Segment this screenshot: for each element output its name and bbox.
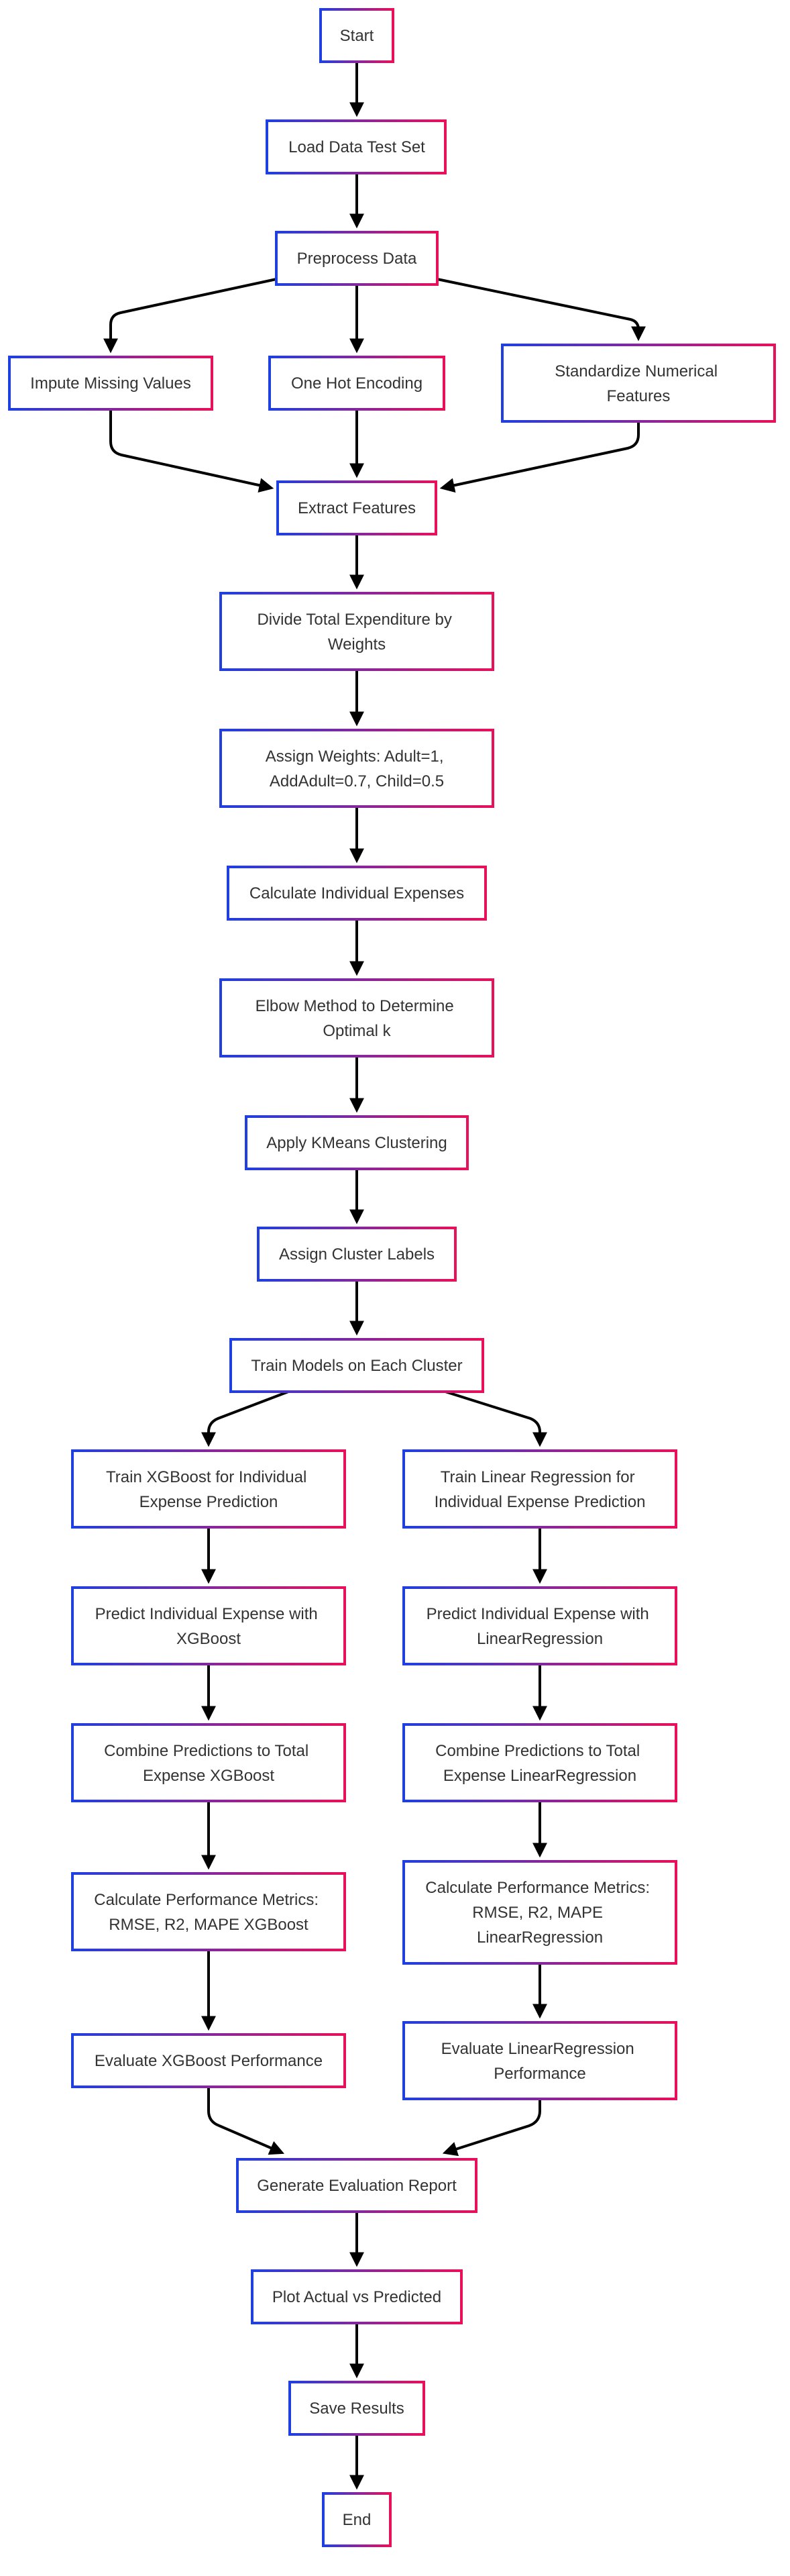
node-preprocess-label: Preprocess Data <box>297 250 417 268</box>
node-xgb-train-label: Train XGBoost for Individual Expense Pre… <box>106 1468 311 1511</box>
node-standardize-label: Standardize Numerical Features <box>555 362 722 405</box>
node-train-linear-regression: Train Linear Regression for Individual E… <box>402 1449 677 1529</box>
nodes-layer: Start Load Data Test Set Preprocess Data… <box>8 8 776 2547</box>
node-assign-cluster-labels: Assign Cluster Labels <box>257 1227 457 1282</box>
node-train-label: Train Models on Each Cluster <box>251 1357 462 1375</box>
node-lr-eval-label: Evaluate LinearRegression Performance <box>441 2040 639 2083</box>
node-preprocess-data: Preprocess Data <box>275 231 439 286</box>
node-lr-predict-label: Predict Individual Expense with LinearRe… <box>427 1605 654 1648</box>
node-predict-linear-regression: Predict Individual Expense with LinearRe… <box>402 1586 677 1665</box>
node-elbow-label: Elbow Method to Determine Optimal k <box>256 997 459 1040</box>
node-lr-metrics-label: Calculate Performance Metrics: RMSE, R2,… <box>425 1879 654 1947</box>
node-extract-features: Extract Features <box>276 480 437 535</box>
node-kmeans-label: Apply KMeans Clustering <box>266 1134 447 1152</box>
node-metrics-xgboost: Calculate Performance Metrics: RMSE, R2,… <box>71 1872 346 1951</box>
node-save-label: Save Results <box>309 2400 404 2418</box>
node-save-results: Save Results <box>288 2381 425 2436</box>
edge-lr-eval-to-report <box>442 2099 541 2157</box>
node-labels-label: Assign Cluster Labels <box>279 1245 435 1264</box>
edge-preprocess-to-standardize <box>437 278 646 342</box>
node-weights-label: Assign Weights: Adult=1, AddAdult=0.7, C… <box>266 748 448 790</box>
node-load-label: Load Data Test Set <box>288 138 425 156</box>
node-load-data-test-set: Load Data Test Set <box>266 119 447 174</box>
node-start-label: Start <box>340 27 374 45</box>
edge-train-to-xgb-train <box>201 1390 289 1447</box>
node-end: End <box>322 2492 392 2547</box>
node-start: Start <box>319 8 394 63</box>
node-lr-train-label: Train Linear Regression for Individual E… <box>435 1468 646 1511</box>
node-train-models: Train Models on Each Cluster <box>229 1338 484 1393</box>
node-impute-label: Impute Missing Values <box>30 374 191 393</box>
edge-train-to-lr-train <box>445 1390 547 1447</box>
node-plot-actual-vs-predicted: Plot Actual vs Predicted <box>251 2269 463 2324</box>
node-lr-combine-label: Combine Predictions to Total Expense Lin… <box>435 1742 644 1785</box>
node-onehot-label: One Hot Encoding <box>291 374 422 393</box>
node-generate-evaluation-report: Generate Evaluation Report <box>236 2158 477 2213</box>
node-xgb-eval-label: Evaluate XGBoost Performance <box>95 2052 323 2070</box>
node-plot-label: Plot Actual vs Predicted <box>272 2288 441 2306</box>
node-extract-label: Extract Features <box>298 499 416 517</box>
node-divide-total-expenditure: Divide Total Expenditure by Weights <box>219 592 494 671</box>
node-report-label: Generate Evaluation Report <box>257 2177 457 2195</box>
node-assign-weights: Assign Weights: Adult=1, AddAdult=0.7, C… <box>219 729 494 808</box>
node-one-hot-encoding: One Hot Encoding <box>268 356 445 411</box>
node-xgb-combine-label: Combine Predictions to Total Expense XGB… <box>104 1742 313 1785</box>
node-divide-label: Divide Total Expenditure by Weights <box>257 611 456 654</box>
node-combine-xgboost: Combine Predictions to Total Expense XGB… <box>71 1723 346 1802</box>
node-combine-linear-regression: Combine Predictions to Total Expense Lin… <box>402 1723 677 1802</box>
node-apply-kmeans: Apply KMeans Clustering <box>245 1115 469 1170</box>
edges-layer <box>103 62 646 2490</box>
node-xgb-metrics-label: Calculate Performance Metrics: RMSE, R2,… <box>94 1891 323 1934</box>
node-elbow-method: Elbow Method to Determine Optimal k <box>219 978 494 1058</box>
edge-impute-to-extract <box>109 409 274 493</box>
node-predict-xgboost: Predict Individual Expense with XGBoost <box>71 1586 346 1665</box>
edge-xgb-eval-to-report <box>207 2087 285 2155</box>
node-individual-label: Calculate Individual Expenses <box>249 884 464 903</box>
node-impute-missing-values: Impute Missing Values <box>8 356 213 411</box>
edge-standardize-to-extract <box>439 421 640 493</box>
node-evaluate-linear-regression: Evaluate LinearRegression Performance <box>402 2021 677 2100</box>
node-evaluate-xgboost: Evaluate XGBoost Performance <box>71 2033 346 2088</box>
node-train-xgboost: Train XGBoost for Individual Expense Pre… <box>71 1449 346 1529</box>
node-standardize-numerical-features: Standardize Numerical Features <box>501 344 776 423</box>
node-end-label: End <box>343 2511 372 2529</box>
node-calculate-individual-expenses: Calculate Individual Expenses <box>227 866 487 921</box>
node-xgb-predict-label: Predict Individual Expense with XGBoost <box>95 1605 323 1648</box>
edge-preprocess-to-impute <box>103 278 277 354</box>
node-metrics-linear-regression: Calculate Performance Metrics: RMSE, R2,… <box>402 1860 677 1965</box>
